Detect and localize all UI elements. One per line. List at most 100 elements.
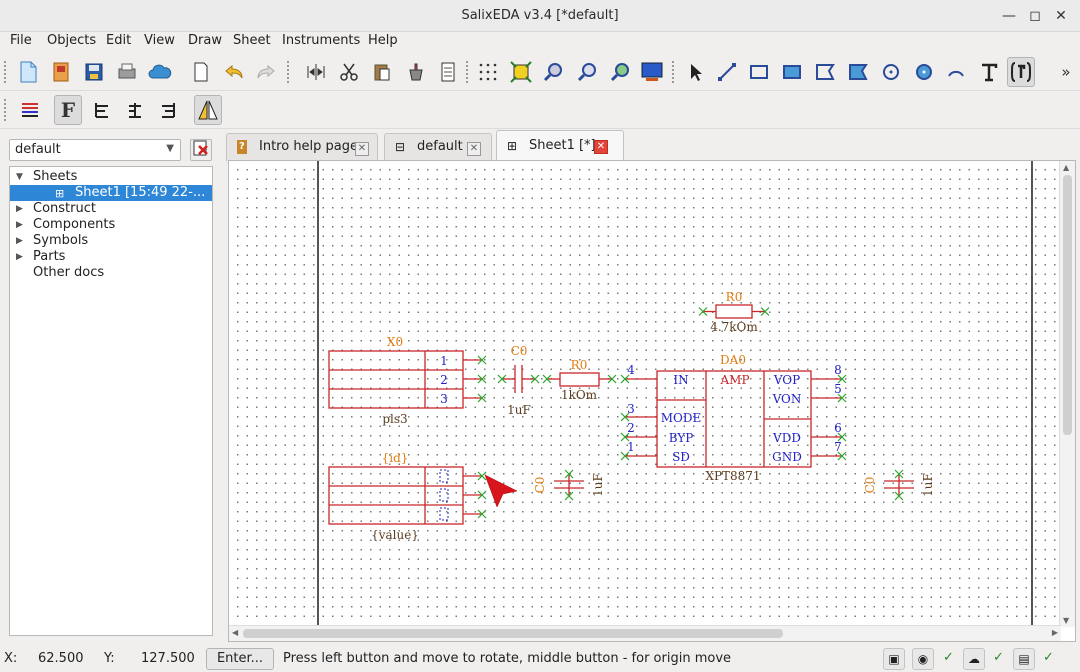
minimize-icon[interactable]: — bbox=[1002, 8, 1016, 24]
collapsed-arrow-icon[interactable]: ▶ bbox=[16, 252, 23, 262]
tree-item-parts[interactable]: ▶ Parts bbox=[16, 249, 66, 264]
pin-end-cross[interactable] bbox=[607, 374, 617, 384]
save-icon[interactable] bbox=[80, 58, 108, 86]
print-icon[interactable] bbox=[113, 58, 141, 86]
toolbar-grip[interactable] bbox=[672, 61, 676, 83]
pin-end-cross[interactable] bbox=[477, 393, 487, 403]
pin-end-cross[interactable] bbox=[564, 469, 574, 479]
zoom-in-icon[interactable] bbox=[540, 58, 568, 86]
zoom-out-icon[interactable] bbox=[574, 58, 602, 86]
amplifier-da0[interactable] bbox=[625, 370, 842, 468]
rect-tool-icon[interactable] bbox=[745, 58, 773, 86]
menu-objects[interactable]: Objects bbox=[47, 33, 97, 48]
toolbar-grip[interactable] bbox=[287, 61, 291, 83]
toolbar-overflow-icon[interactable]: » bbox=[1061, 63, 1071, 81]
filled-circle-tool-icon[interactable] bbox=[910, 58, 938, 86]
pin-end-cross[interactable] bbox=[542, 374, 552, 384]
close-tab-icon[interactable]: ✕ bbox=[467, 142, 481, 156]
pin-end-cross[interactable] bbox=[620, 451, 630, 461]
cloud-status-icon[interactable]: ☁ bbox=[963, 648, 985, 670]
polygon-tool-icon[interactable] bbox=[811, 58, 839, 86]
clear-icon[interactable] bbox=[402, 58, 430, 86]
tree-item-construct[interactable]: ▶ Construct bbox=[16, 201, 96, 216]
resistor-r0-top[interactable] bbox=[703, 304, 765, 319]
menu-file[interactable]: File bbox=[10, 33, 32, 48]
circle-tool-icon[interactable] bbox=[877, 58, 905, 86]
vertical-scroll-thumb[interactable] bbox=[1063, 175, 1072, 435]
pin-end-cross[interactable] bbox=[620, 412, 630, 422]
menu-help[interactable]: Help bbox=[368, 33, 398, 48]
toolbar-grip[interactable] bbox=[466, 61, 470, 83]
line-tool-icon[interactable] bbox=[713, 58, 741, 86]
scroll-right-icon[interactable]: ▶ bbox=[1051, 628, 1058, 637]
schematic-drawing[interactable]: R0 4.7kOm X0 1 2 3 pls3 C0 1uF R0 1kOm D… bbox=[229, 161, 1061, 627]
pin-end-cross[interactable] bbox=[760, 307, 770, 316]
toolbar-grip[interactable] bbox=[4, 61, 8, 83]
vertical-scrollbar[interactable]: ▲ ▼ bbox=[1059, 161, 1075, 627]
pin-end-cross[interactable] bbox=[477, 355, 487, 365]
pin-end-cross[interactable] bbox=[837, 451, 847, 461]
scroll-up-icon[interactable]: ▲ bbox=[1063, 163, 1070, 172]
tab-sheet1[interactable]: ⊞ Sheet1 [*] ✕ bbox=[496, 130, 624, 162]
pin-end-cross[interactable] bbox=[477, 374, 487, 384]
collapsed-arrow-icon[interactable]: ▶ bbox=[16, 220, 23, 230]
tree-item-sheets[interactable]: ▼ Sheets bbox=[16, 169, 78, 184]
menu-sheet[interactable]: Sheet bbox=[233, 33, 271, 48]
scroll-down-icon[interactable]: ▼ bbox=[1063, 616, 1070, 625]
pin-end-cross[interactable] bbox=[837, 374, 847, 384]
undo-icon[interactable] bbox=[220, 58, 248, 86]
delete-project-button[interactable] bbox=[190, 139, 212, 161]
pin-end-cross[interactable] bbox=[530, 374, 540, 384]
pin-end-cross[interactable] bbox=[894, 469, 904, 479]
properties-icon[interactable] bbox=[434, 58, 462, 86]
tab-intro-help[interactable]: ? Intro help page ✕ bbox=[226, 133, 378, 161]
capacitor-rotated-2[interactable] bbox=[884, 474, 914, 496]
new-page-icon[interactable] bbox=[187, 58, 215, 86]
close-tab-icon[interactable]: ✕ bbox=[594, 140, 608, 154]
connector-x0[interactable] bbox=[328, 350, 482, 409]
network-icon[interactable]: ◉ bbox=[912, 648, 934, 670]
enter-coords-button[interactable]: Enter... bbox=[206, 648, 274, 670]
capacitor-rotated-1[interactable] bbox=[554, 474, 584, 496]
collapsed-arrow-icon[interactable]: ▶ bbox=[16, 204, 23, 214]
tree-item-sheet1[interactable]: ⊞ Sheet1 [15:49 22-... bbox=[10, 185, 212, 201]
menu-draw[interactable]: Draw bbox=[188, 33, 222, 48]
pin-end-cross[interactable] bbox=[620, 432, 630, 442]
field-tool-icon[interactable] bbox=[1007, 57, 1035, 87]
cloud-icon[interactable] bbox=[146, 58, 174, 86]
tree-item-other-docs[interactable]: Other docs bbox=[33, 265, 105, 280]
paste-icon[interactable] bbox=[368, 58, 396, 86]
resistor-r0[interactable] bbox=[547, 372, 612, 387]
align-right-icon[interactable] bbox=[154, 96, 182, 124]
project-selector[interactable]: default ▼ bbox=[9, 139, 181, 161]
capacitor-c0[interactable] bbox=[502, 365, 535, 393]
filled-rect-tool-icon[interactable] bbox=[778, 58, 806, 86]
expanded-arrow-icon[interactable]: ▼ bbox=[16, 172, 23, 182]
pin-end-cross[interactable] bbox=[620, 374, 630, 384]
menu-view[interactable]: View bbox=[144, 33, 175, 48]
filled-polygon-tool-icon[interactable] bbox=[844, 58, 872, 86]
toolbar-grip[interactable] bbox=[4, 99, 8, 121]
pin-end-cross[interactable] bbox=[837, 393, 847, 403]
font-toggle-button[interactable]: F bbox=[54, 95, 82, 125]
mirror-text-icon[interactable] bbox=[194, 95, 222, 125]
text-tool-icon[interactable] bbox=[975, 58, 1003, 86]
video-icon[interactable]: ▣ bbox=[883, 648, 905, 670]
pin-end-cross[interactable] bbox=[477, 471, 487, 481]
monitor-icon[interactable] bbox=[638, 58, 666, 86]
maximize-icon[interactable]: ◻ bbox=[1029, 8, 1041, 24]
pin-end-cross[interactable] bbox=[477, 490, 487, 500]
library-icon[interactable]: ▤ bbox=[1013, 648, 1035, 670]
horizontal-scrollbar[interactable]: ◀ ▶ bbox=[229, 625, 1061, 641]
zoom-fit-icon[interactable] bbox=[507, 58, 535, 86]
align-center-icon[interactable] bbox=[121, 96, 149, 124]
scroll-left-icon[interactable]: ◀ bbox=[232, 628, 239, 637]
close-window-icon[interactable]: ✕ bbox=[1055, 8, 1067, 24]
collapsed-arrow-icon[interactable]: ▶ bbox=[16, 236, 23, 246]
mirror-icon[interactable] bbox=[302, 58, 330, 86]
new-file-icon[interactable] bbox=[14, 58, 42, 86]
open-project-icon[interactable] bbox=[47, 58, 75, 86]
cut-icon[interactable] bbox=[335, 58, 363, 86]
menu-edit[interactable]: Edit bbox=[106, 33, 132, 48]
pin-end-cross[interactable] bbox=[698, 307, 708, 316]
